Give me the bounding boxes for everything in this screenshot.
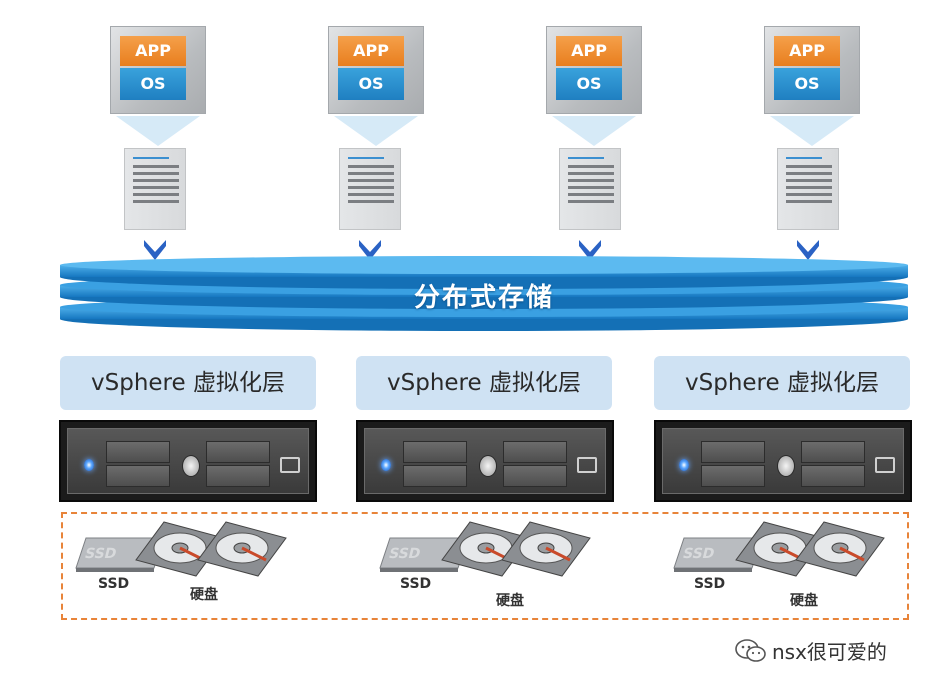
vm-disk-file-icon <box>559 148 621 230</box>
hard-disk-icon <box>197 521 287 577</box>
hdd-label: 硬盘 <box>790 593 818 609</box>
ssd-label: SSD <box>98 576 130 592</box>
os-layer: OS <box>556 68 622 100</box>
vm-disk-file-icon <box>777 148 839 230</box>
port-icon <box>875 457 895 473</box>
knob-icon <box>479 455 497 477</box>
vm-stack-1: APP OS <box>110 26 206 146</box>
app-layer: APP <box>120 36 186 66</box>
app-layer: APP <box>556 36 622 66</box>
local-disks-region <box>61 512 909 620</box>
watermark-text: nsx很可爱的 <box>772 640 887 664</box>
vsphere-layer-2: vSphere 虚拟化层 <box>356 356 612 410</box>
down-arrow-icon <box>144 240 166 260</box>
vm-disk-file-icon <box>124 148 186 230</box>
hard-disk-icon <box>441 521 531 577</box>
app-layer: APP <box>774 36 840 66</box>
server-3 <box>654 420 912 502</box>
svg-text:SSD: SSD <box>83 546 118 562</box>
vm-stack-3: APP OS <box>546 26 642 146</box>
port-icon <box>577 457 597 473</box>
hard-disk-icon <box>135 521 225 577</box>
down-arrow-icon <box>579 240 601 260</box>
vm-stack-4: APP OS <box>764 26 860 146</box>
app-layer: APP <box>338 36 404 66</box>
knob-icon <box>182 455 200 477</box>
power-led-icon <box>679 459 689 471</box>
svg-text:SSD: SSD <box>681 546 716 562</box>
vsphere-layer-1: vSphere 虚拟化层 <box>60 356 316 410</box>
vm-disk-file-icon <box>339 148 401 230</box>
hdd-label: 硬盘 <box>496 593 524 609</box>
storage-title: 分布式存储 <box>413 283 554 313</box>
hard-disk-icon <box>501 521 591 577</box>
server-1 <box>59 420 317 502</box>
power-led-icon <box>381 459 391 471</box>
storage-disc-icon <box>60 256 908 331</box>
os-layer: OS <box>338 68 404 100</box>
down-arrow-icon <box>797 240 819 260</box>
funnel-shape <box>770 116 854 146</box>
hdd-label: 硬盘 <box>190 587 218 603</box>
ssd-label: SSD <box>400 576 432 592</box>
server-2 <box>356 420 614 502</box>
port-icon <box>280 457 300 473</box>
down-arrow-icon <box>359 240 381 260</box>
ssd-label: SSD <box>694 576 726 592</box>
knob-icon <box>777 455 795 477</box>
os-layer: OS <box>120 68 186 100</box>
funnel-shape <box>552 116 636 146</box>
hard-disk-icon <box>795 521 885 577</box>
funnel-shape <box>334 116 418 146</box>
wechat-icon <box>735 639 766 662</box>
svg-text:SSD: SSD <box>387 546 422 562</box>
power-led-icon <box>84 459 94 471</box>
os-layer: OS <box>774 68 840 100</box>
hard-disk-icon <box>735 521 825 577</box>
funnel-shape <box>116 116 200 146</box>
vm-stack-2: APP OS <box>328 26 424 146</box>
distributed-storage: 分布式存储 <box>58 255 910 335</box>
vsphere-layer-3: vSphere 虚拟化层 <box>654 356 910 410</box>
